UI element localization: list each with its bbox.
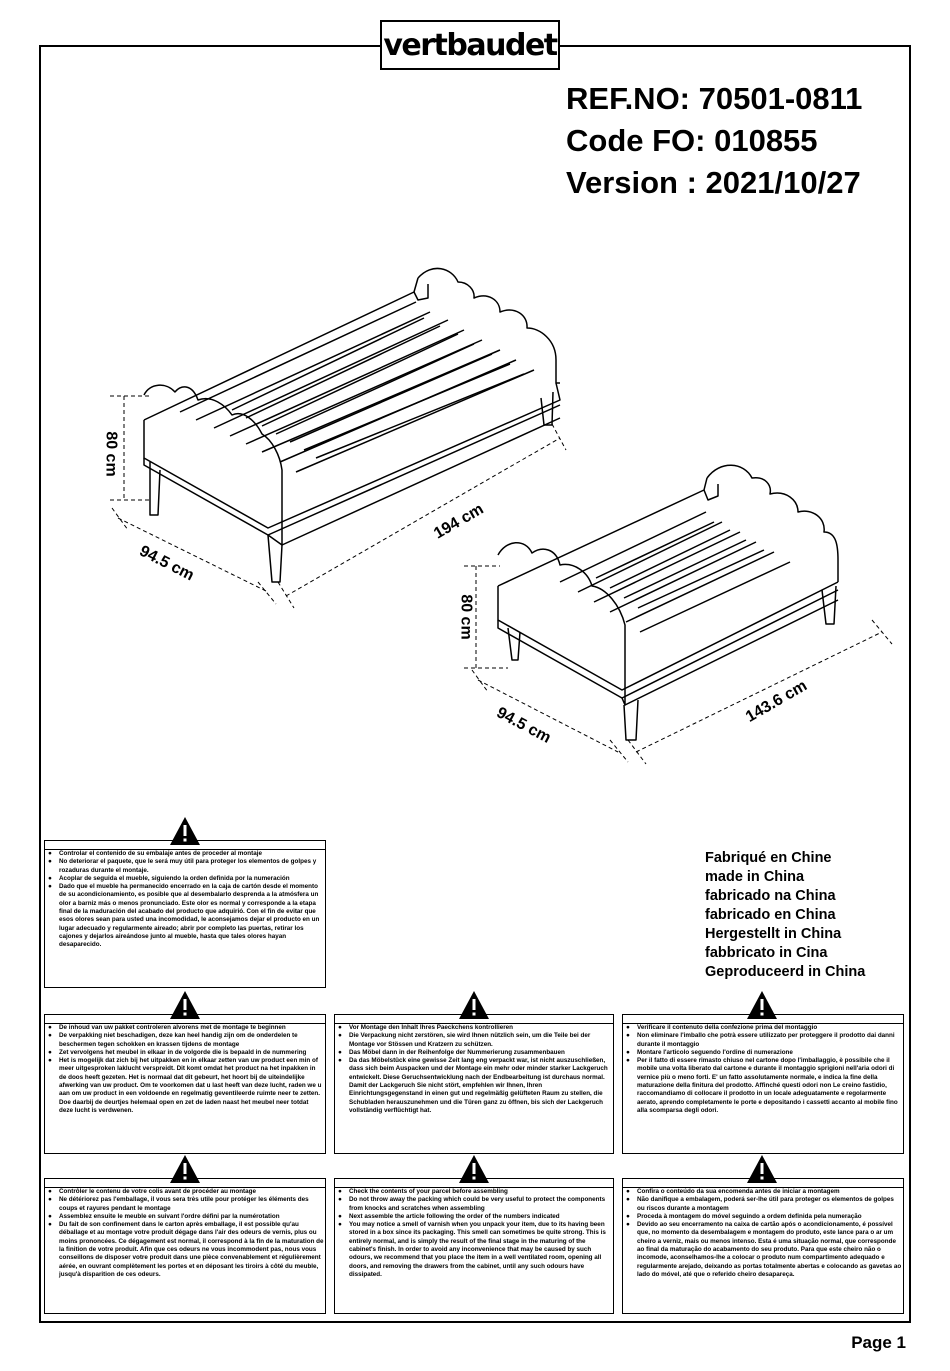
warning-item: Proceda à montagem do móvel seguindo a o… bbox=[626, 1213, 902, 1222]
made-in-de: Hergestellt in China bbox=[705, 926, 842, 942]
warning-text-en: Check the contents of your parcel before… bbox=[338, 1188, 611, 1279]
warning-item: Assemblez ensuite le meuble en suivant l… bbox=[48, 1213, 324, 1222]
warning-text-es: Controlar el contenido de su embalaje an… bbox=[48, 850, 323, 950]
made-in-fr: Fabriqué en Chine bbox=[705, 850, 832, 866]
dimension-lines bbox=[110, 395, 893, 765]
warning-triangle-icon bbox=[459, 1155, 489, 1183]
warning-item: Devido ao seu encerramento na caixa de c… bbox=[626, 1221, 902, 1279]
warning-item: Não danifique a embalagem, poderá ser-lh… bbox=[626, 1196, 902, 1213]
warning-item: Du fait de son confinement dans le carto… bbox=[48, 1221, 324, 1279]
warning-item: Het is mogelijk dat zich bij het uitpakk… bbox=[48, 1057, 324, 1115]
warning-triangle-icon bbox=[747, 1155, 777, 1183]
warning-item: De verpakking niet beschadigen, deze kan… bbox=[48, 1032, 324, 1049]
warning-triangle-icon bbox=[747, 991, 777, 1019]
warning-item: De inhoud van uw pakket controleren alvo… bbox=[48, 1024, 324, 1033]
warning-text-nl: De inhoud van uw pakket controleren alvo… bbox=[48, 1024, 324, 1115]
warning-item: Check the contents of your parcel before… bbox=[338, 1188, 611, 1197]
warning-triangle-icon bbox=[170, 991, 200, 1019]
made-in-pt: fabricado na China bbox=[705, 888, 836, 904]
warning-item: Confira o conteúdo da sua encomenda ante… bbox=[626, 1188, 902, 1197]
made-in-es: fabricado en China bbox=[705, 907, 836, 923]
warning-item: Controlar el contenido de su embalaje an… bbox=[48, 850, 323, 859]
made-in-it: fabbricato in Cina bbox=[705, 945, 828, 961]
warning-triangle-icon bbox=[170, 1155, 200, 1183]
warning-text-fr: Contrôler le contenu de votre colis avan… bbox=[48, 1188, 324, 1279]
warning-triangle-icon bbox=[170, 817, 200, 845]
warning-item: Die Verpackung nicht zerstören, sie wird… bbox=[338, 1032, 611, 1049]
warning-item: Acoplar de seguida el mueble, siguiendo … bbox=[48, 875, 323, 884]
warning-text-it: Verificare il contenuto della confezione… bbox=[626, 1024, 902, 1115]
warning-item: Do not throw away the packing which coul… bbox=[338, 1196, 611, 1213]
warning-item: Vor Montage den Inhalt Ihres Paeckchens … bbox=[338, 1024, 611, 1033]
warning-item: Dado que el mueble ha permanecido encerr… bbox=[48, 883, 323, 949]
brand-logo: vertbaudet bbox=[380, 20, 560, 70]
page-number: Page 1 bbox=[851, 1333, 906, 1352]
warning-triangle-icon bbox=[459, 991, 489, 1019]
ref-number: REF.NO: 70501-0811 bbox=[566, 81, 863, 116]
warning-item: Ne détériorez pas l'emballage, il vous s… bbox=[48, 1196, 324, 1213]
bed-short-illustration bbox=[497, 464, 839, 741]
made-in-nl: Geproduceerd in China bbox=[705, 964, 866, 980]
version: Version : 2021/10/27 bbox=[566, 165, 861, 200]
bed2-height-label: 80 cm bbox=[457, 594, 475, 640]
warning-item: You may notice a smell of varnish when y… bbox=[338, 1221, 611, 1279]
warning-item: Per il fatto di essere rimasto chiuso ne… bbox=[626, 1057, 902, 1115]
code-fo: Code FO: 010855 bbox=[566, 123, 818, 158]
warning-item: Contrôler le contenu de votre colis avan… bbox=[48, 1188, 324, 1197]
warning-item: Montare l'articolo seguendo l'ordine di … bbox=[626, 1049, 902, 1058]
warning-text-pt: Confira o conteúdo da sua encomenda ante… bbox=[626, 1188, 902, 1279]
warning-item: No deteriorar el paquete, que le será mu… bbox=[48, 858, 323, 875]
warning-item: Da das Möbelstück eine gewisse Zeit lang… bbox=[338, 1057, 611, 1115]
bed-single-illustration bbox=[143, 267, 561, 583]
reference-block: REF.NO: 70501-0811 Code FO: 010855 Versi… bbox=[566, 78, 862, 204]
warning-item: Zet vervolgens het meubel in elkaar in d… bbox=[48, 1049, 324, 1058]
warning-item: Verificare il contenuto della confezione… bbox=[626, 1024, 902, 1033]
warning-item: Non eliminare l'imballo che potrà essere… bbox=[626, 1032, 902, 1049]
made-in-block: Fabriqué en Chine made in China fabricad… bbox=[705, 849, 865, 982]
warning-item: Next assemble the article following the … bbox=[338, 1213, 611, 1222]
warning-text-de: Vor Montage den Inhalt Ihres Paeckchens … bbox=[338, 1024, 611, 1115]
bed1-height-label: 80 cm bbox=[102, 431, 120, 477]
made-in-en: made in China bbox=[705, 869, 805, 885]
warning-item: Das Möbel dann in der Reihenfolge der Nu… bbox=[338, 1049, 611, 1058]
